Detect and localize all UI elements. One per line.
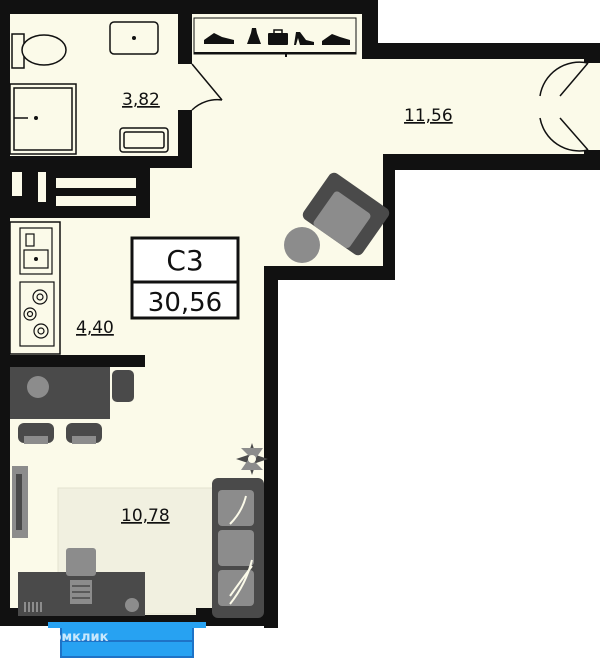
- radiator: [24, 602, 42, 612]
- unit-badge: С3 30,56: [130, 236, 240, 320]
- plant-icon: [236, 443, 268, 475]
- room-area-living: 10,78: [121, 506, 170, 526]
- side-table: [284, 227, 320, 263]
- unit-total-area: 30,56: [148, 288, 222, 318]
- stove: [19, 281, 55, 347]
- room-area-corridor: 11,56: [404, 106, 453, 126]
- tv-stand: [12, 466, 28, 538]
- armchair: [302, 172, 390, 256]
- house-logo-icon: [25, 630, 37, 642]
- shoe-icon: [322, 34, 350, 45]
- dining-chairs: [18, 370, 134, 444]
- bathroom-door: [191, 63, 223, 111]
- toilet: [11, 33, 67, 69]
- room-area-kitchen: 4,40: [76, 318, 114, 338]
- dress-icon: [247, 28, 261, 44]
- ventilation-shaft: [12, 172, 136, 206]
- bathroom-sink: [109, 21, 159, 55]
- shower: [9, 83, 77, 155]
- svg-text:Домклик: Домклик: [41, 630, 109, 645]
- room-area-bathroom: 3,82: [122, 90, 160, 110]
- dining-table: [10, 367, 110, 419]
- high-heel-icon: [294, 32, 314, 45]
- window: [48, 622, 206, 658]
- sofa: [212, 478, 264, 618]
- briefcase-icon: [268, 29, 288, 45]
- entrance-door: [539, 61, 589, 152]
- desk: [18, 548, 145, 616]
- watermark: Домклик: [25, 630, 109, 645]
- washing-machine: [119, 127, 169, 153]
- sneaker-icon: [204, 33, 234, 44]
- unit-code: С3: [166, 244, 203, 277]
- kitchen-sink: [19, 227, 53, 275]
